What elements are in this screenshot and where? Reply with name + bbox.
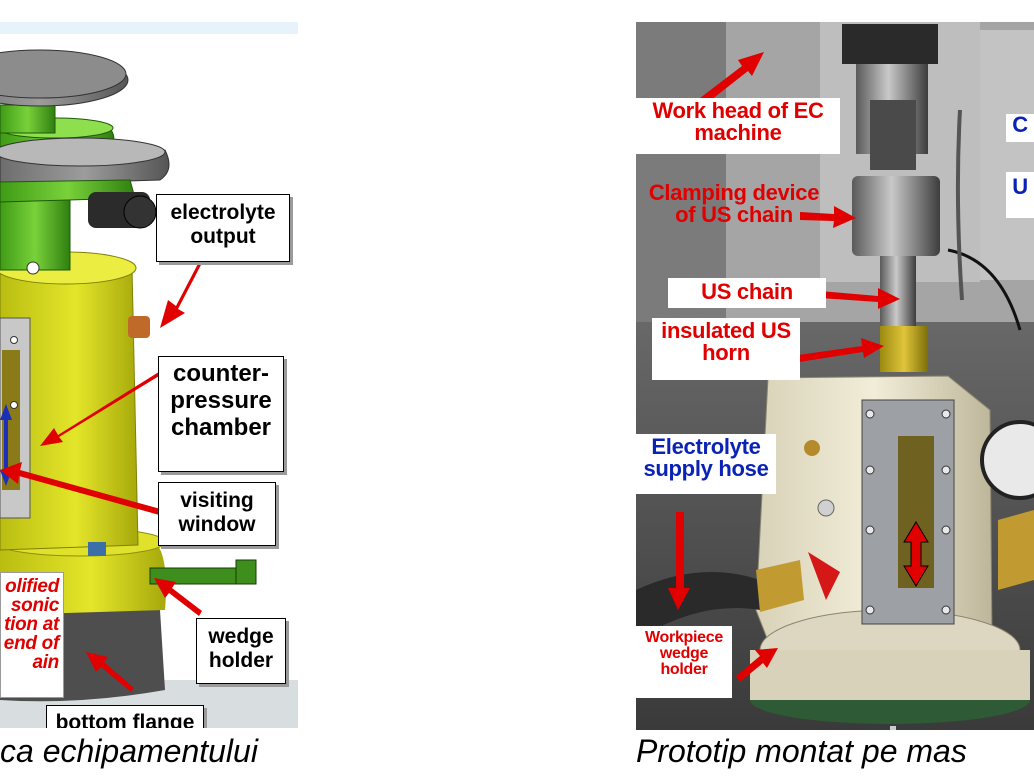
label-electrolyte-output: electrolyte output <box>156 194 290 262</box>
label-partial-c: C <box>1006 114 1034 142</box>
label-amplified-ultrasonic-note: olified sonic tion at end of ain <box>0 572 64 698</box>
label-visiting-window: visiting window <box>158 482 276 546</box>
label-electrolyte-hose: Electrolyte supply hose <box>636 434 776 494</box>
label-counter-pressure-chamber: counter- pressure chamber <box>158 356 284 472</box>
label-work-head: Work head of EC machine <box>636 98 840 154</box>
label-us-chain: US chain <box>668 278 826 308</box>
label-wedge-holder: wedge holder <box>196 618 286 684</box>
label-partial-u: U <box>1006 172 1034 218</box>
prototype-photo-panel: Work head of EC machine Clamping device … <box>636 22 1034 730</box>
label-bottom-flange: bottom flange <box>46 705 204 728</box>
label-clamping-device: Clamping device of US chain <box>648 180 820 227</box>
prototype-photo <box>636 22 1034 730</box>
cad-drawing-panel: electrolyte output counter- pressure cha… <box>0 22 298 728</box>
caption-right: Prototip montat pe mas <box>636 733 967 769</box>
caption-left: ca echipamentului <box>0 733 258 769</box>
label-insulated-horn: insulated US horn <box>652 318 800 380</box>
label-workpiece-wedge-holder: Workpiece wedge holder <box>636 626 732 698</box>
